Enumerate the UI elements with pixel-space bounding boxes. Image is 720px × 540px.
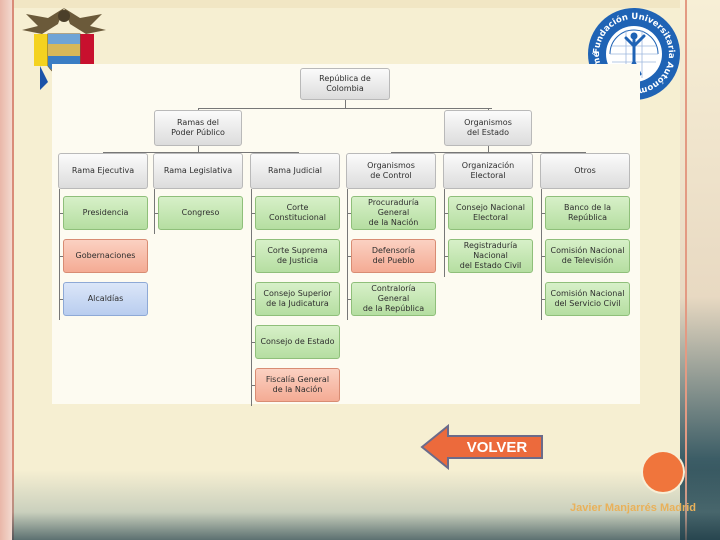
connector-line xyxy=(347,189,348,320)
frame-right-line xyxy=(685,0,687,540)
column-header: Rama Judicial xyxy=(250,153,340,189)
connector-line xyxy=(251,342,255,343)
frame-left-border xyxy=(0,0,14,540)
connector-line xyxy=(251,256,255,257)
org-node: Gobernaciones xyxy=(63,239,148,273)
connector-line xyxy=(444,213,448,214)
connector-line xyxy=(251,385,255,386)
connector-line xyxy=(345,100,346,108)
volver-arrow-button[interactable] xyxy=(420,424,546,470)
connector-line xyxy=(251,189,252,406)
org-node: Presidencia xyxy=(63,196,148,230)
connector-line xyxy=(541,299,545,300)
connector-line xyxy=(198,108,492,109)
org-node: Congreso xyxy=(158,196,243,230)
connector-line xyxy=(541,256,545,257)
connector-line xyxy=(444,256,448,257)
connector-line xyxy=(103,152,299,153)
connector-line xyxy=(347,299,351,300)
connector-line xyxy=(251,299,255,300)
author-name: Javier Manjarrés Madrid xyxy=(570,502,696,514)
column-header: Rama Legislativa xyxy=(153,153,243,189)
column-header: Otros xyxy=(540,153,630,189)
org-node: Consejo de Estado xyxy=(255,325,340,359)
connector-line xyxy=(541,189,542,320)
connector-line xyxy=(347,256,351,257)
org-node: Alcaldías xyxy=(63,282,148,316)
connector-line xyxy=(59,189,60,320)
org-node: Corte Constitucional xyxy=(255,196,340,230)
connector-line xyxy=(347,213,351,214)
connector-line xyxy=(59,256,63,257)
connector-line xyxy=(444,189,445,277)
connector-line xyxy=(251,213,255,214)
connector-line xyxy=(198,146,199,152)
root-node: República de Colombia xyxy=(300,68,390,100)
connector-line xyxy=(488,146,489,152)
orange-circle-icon xyxy=(641,450,685,494)
org-node: Banco de la República xyxy=(545,196,630,230)
connector-line xyxy=(154,189,155,234)
frame-top xyxy=(12,0,680,8)
connector-line xyxy=(59,213,63,214)
connector-line xyxy=(154,213,158,214)
connector-line xyxy=(59,299,63,300)
volver-label[interactable]: VOLVER xyxy=(466,438,528,456)
frame-bottom-shade xyxy=(12,470,720,540)
column-header: Rama Ejecutiva xyxy=(58,153,148,189)
connector-line xyxy=(541,213,545,214)
